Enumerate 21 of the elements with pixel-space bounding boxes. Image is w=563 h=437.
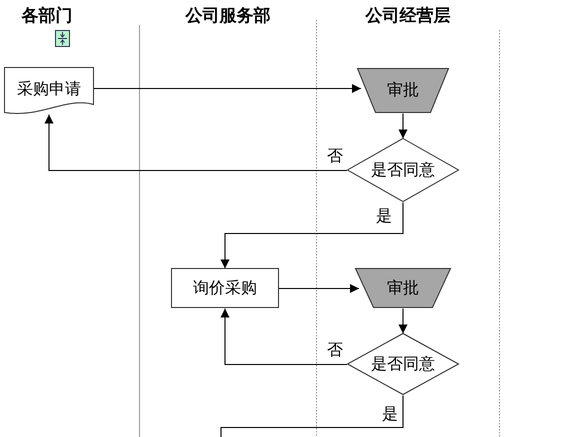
process-box: 询价采购 — [171, 268, 279, 308]
approval-trapezoid: 审批 — [355, 268, 451, 308]
lane-header: 公司经营层 — [366, 5, 450, 27]
arrow — [220, 308, 348, 365]
arrow — [94, 84, 362, 93]
connector-line — [220, 395, 404, 437]
decision-diamond: 是否同意 — [347, 138, 459, 202]
lane-header: 公司服务部 — [186, 5, 270, 27]
edge-label: 否 — [327, 341, 343, 359]
decision-diamond: 是否同意 — [347, 333, 459, 395]
arrow — [398, 113, 408, 139]
lane-header: 各部门 — [22, 5, 72, 27]
edge-label: 是 — [382, 405, 398, 423]
document-shape: 采购申请 — [4, 67, 94, 117]
approval-trapezoid: 审批 — [357, 68, 449, 113]
edge-label: 是 — [376, 207, 392, 225]
edge-label: 否 — [327, 147, 343, 165]
arrow — [44, 114, 348, 171]
arrow — [220, 202, 404, 269]
arrow — [398, 308, 408, 334]
arrow — [278, 284, 360, 293]
